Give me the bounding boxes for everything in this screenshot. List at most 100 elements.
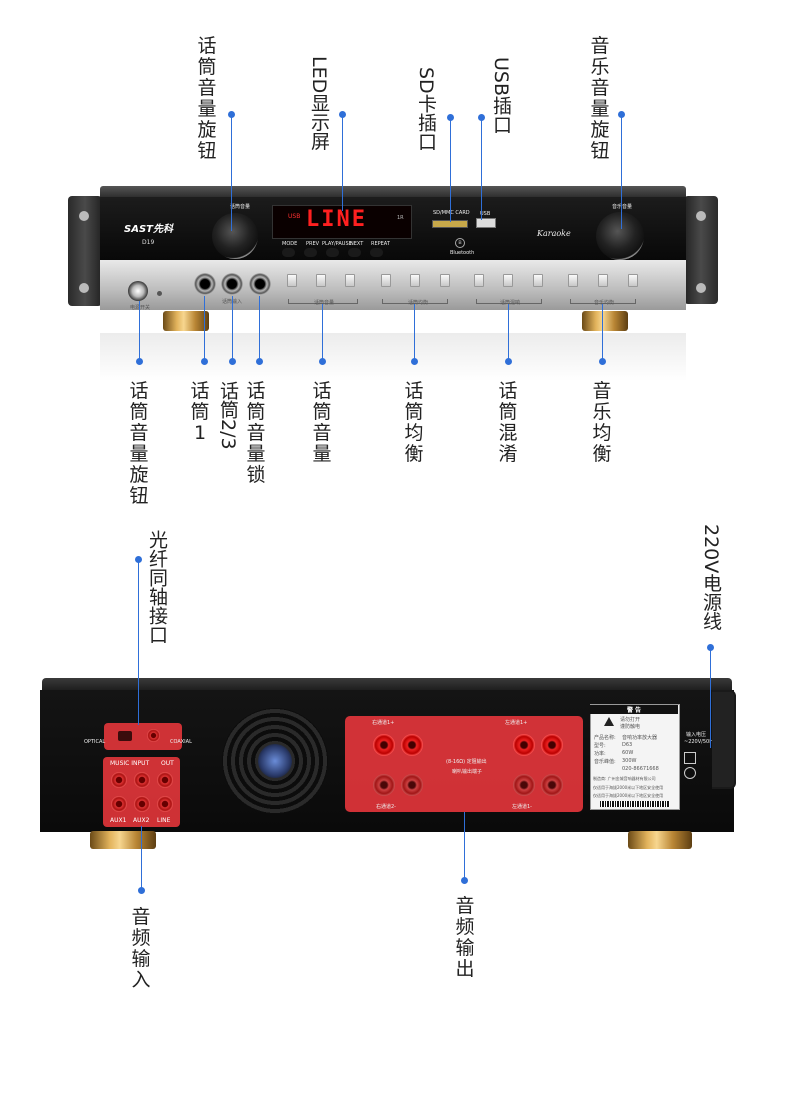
warning-line-1: 请勿打开 <box>620 717 641 723</box>
callout-mic1: 话筒1 <box>190 380 210 444</box>
eq-button-12[interactable] <box>628 274 638 287</box>
callout-audio-input: 音频输入 <box>131 906 151 991</box>
mic-volume-knob[interactable] <box>212 213 258 259</box>
speaker-post-3[interactable] <box>513 734 535 756</box>
speaker-post-6[interactable] <box>401 774 423 796</box>
callout-dot-audio-output <box>461 877 468 884</box>
eq-button-2[interactable] <box>316 274 326 287</box>
speaker-label-top-right: 右通道1+ <box>372 720 395 726</box>
speaker-post-8[interactable] <box>541 774 563 796</box>
callout-line-mic-lock <box>259 296 260 359</box>
spec-key-1: 型号: <box>594 743 606 749</box>
speaker-post-2[interactable] <box>401 734 423 756</box>
eq-button-6[interactable] <box>440 274 450 287</box>
sd-slot-caption: SD/MMC CARD <box>433 210 470 216</box>
group-bracket-music-eq <box>570 299 636 304</box>
callout-music-volume-knob: 音乐音量旋钮 <box>590 35 610 162</box>
mic3-jack[interactable] <box>249 273 271 295</box>
chassis-top <box>100 186 686 198</box>
eq-button-11[interactable] <box>598 274 608 287</box>
line-out-left-jack[interactable] <box>157 772 173 788</box>
callout-line-mic1 <box>204 296 205 359</box>
callout-line-music-knob <box>621 115 622 229</box>
speaker-post-5[interactable] <box>373 774 395 796</box>
led-channel-indicator: 1R <box>397 215 404 221</box>
speaker-label-bottom-right: 右通道2- <box>376 804 396 810</box>
callout-mic-volume-lock: 话筒音量锁 <box>246 380 266 486</box>
eq-button-3[interactable] <box>345 274 355 287</box>
callout-line-mic-knob <box>231 115 232 231</box>
eq-button-7[interactable] <box>474 274 484 287</box>
transport-label-0: MODE <box>282 241 298 247</box>
aux1-left-jack[interactable] <box>111 772 127 788</box>
callout-line-audio-input <box>141 826 142 888</box>
rear-right-foot <box>628 831 692 849</box>
maker-line: 制造商: 广州金城音响器材有限公司 <box>593 776 656 781</box>
aux2-left-jack[interactable] <box>134 772 150 788</box>
eq-button-9[interactable] <box>533 274 543 287</box>
cert-mark-2 <box>684 767 696 779</box>
callout-line-power <box>139 301 140 359</box>
callout-music-eq: 音乐均衡 <box>592 380 612 465</box>
mic2-jack[interactable] <box>221 273 243 295</box>
callout-dot-optical <box>135 556 142 563</box>
cert-mark-1 <box>684 752 696 764</box>
eq-button-1[interactable] <box>287 274 297 287</box>
warning-title: 警 告 <box>590 705 678 714</box>
next-button[interactable] <box>348 248 361 257</box>
eq-button-4[interactable] <box>381 274 391 287</box>
model-label: D19 <box>142 239 155 246</box>
callout-mic-volume: 话筒音量 <box>312 380 332 465</box>
callout-line-power-cord <box>710 648 711 748</box>
repeat-button[interactable] <box>370 248 383 257</box>
line-out-right-jack[interactable] <box>157 796 173 812</box>
group-bracket-mic-eq <box>382 299 448 304</box>
callout-usb-slot: USB插口 <box>490 57 512 135</box>
aux1-right-jack[interactable] <box>111 796 127 812</box>
group-bracket-mic-volume <box>288 299 358 304</box>
music-input-caption: MUSIC INPUT <box>110 760 150 767</box>
speaker-post-1[interactable] <box>373 734 395 756</box>
spec-val-0: 音响功率放大器 <box>622 735 658 741</box>
music-volume-knob[interactable] <box>596 212 644 260</box>
eq-button-8[interactable] <box>503 274 513 287</box>
callout-dot-mic23 <box>229 358 236 365</box>
speaker-post-4[interactable] <box>541 734 563 756</box>
callout-mic-mix: 话筒混淆 <box>498 380 518 465</box>
usb-port[interactable] <box>476 218 496 228</box>
callout-line-mic23 <box>232 296 233 359</box>
callout-line-music-eq <box>602 304 603 359</box>
line-caption: LINE <box>157 817 171 824</box>
spec-val-1: D63 <box>622 742 633 748</box>
power-caption: 电源开关 <box>130 305 151 311</box>
prev-button[interactable] <box>304 248 317 257</box>
callout-line-audio-output <box>464 812 465 879</box>
callout-dot-usb <box>478 114 485 121</box>
mode-button[interactable] <box>282 248 295 257</box>
power-cord <box>712 690 736 789</box>
callout-mic23: 话筒2/3 <box>217 381 239 450</box>
transport-label-3: NEXT <box>350 241 364 247</box>
optical-coaxial-panel <box>104 723 182 750</box>
callout-mic-volume-knob: 话筒音量旋钮 <box>197 35 217 162</box>
right-ear-hole-bottom <box>696 283 706 293</box>
mic-knob-caption: 话筒音量 <box>230 204 251 210</box>
eq-button-5[interactable] <box>410 274 420 287</box>
callout-line-sd <box>450 118 451 222</box>
optical-port[interactable] <box>118 731 132 741</box>
power-button[interactable] <box>128 281 148 301</box>
group-label-mic-mix: 话筒混响 <box>500 300 521 306</box>
aux2-right-jack[interactable] <box>134 796 150 812</box>
eq-button-10[interactable] <box>568 274 578 287</box>
spec-key-0: 产品名称: <box>594 735 616 741</box>
speaker-post-7[interactable] <box>513 774 535 796</box>
callout-line-mic-eq <box>414 304 415 359</box>
music-knob-caption: 音乐音量 <box>612 204 633 210</box>
mic1-jack[interactable] <box>194 273 216 295</box>
callout-dot-music-knob <box>618 111 625 118</box>
speaker-label-bottom-left: 左通道1- <box>512 804 532 810</box>
coaxial-jack[interactable] <box>147 729 160 742</box>
callout-dot-sd <box>447 114 454 121</box>
barcode <box>600 801 670 807</box>
play-pause-button[interactable] <box>326 248 339 257</box>
